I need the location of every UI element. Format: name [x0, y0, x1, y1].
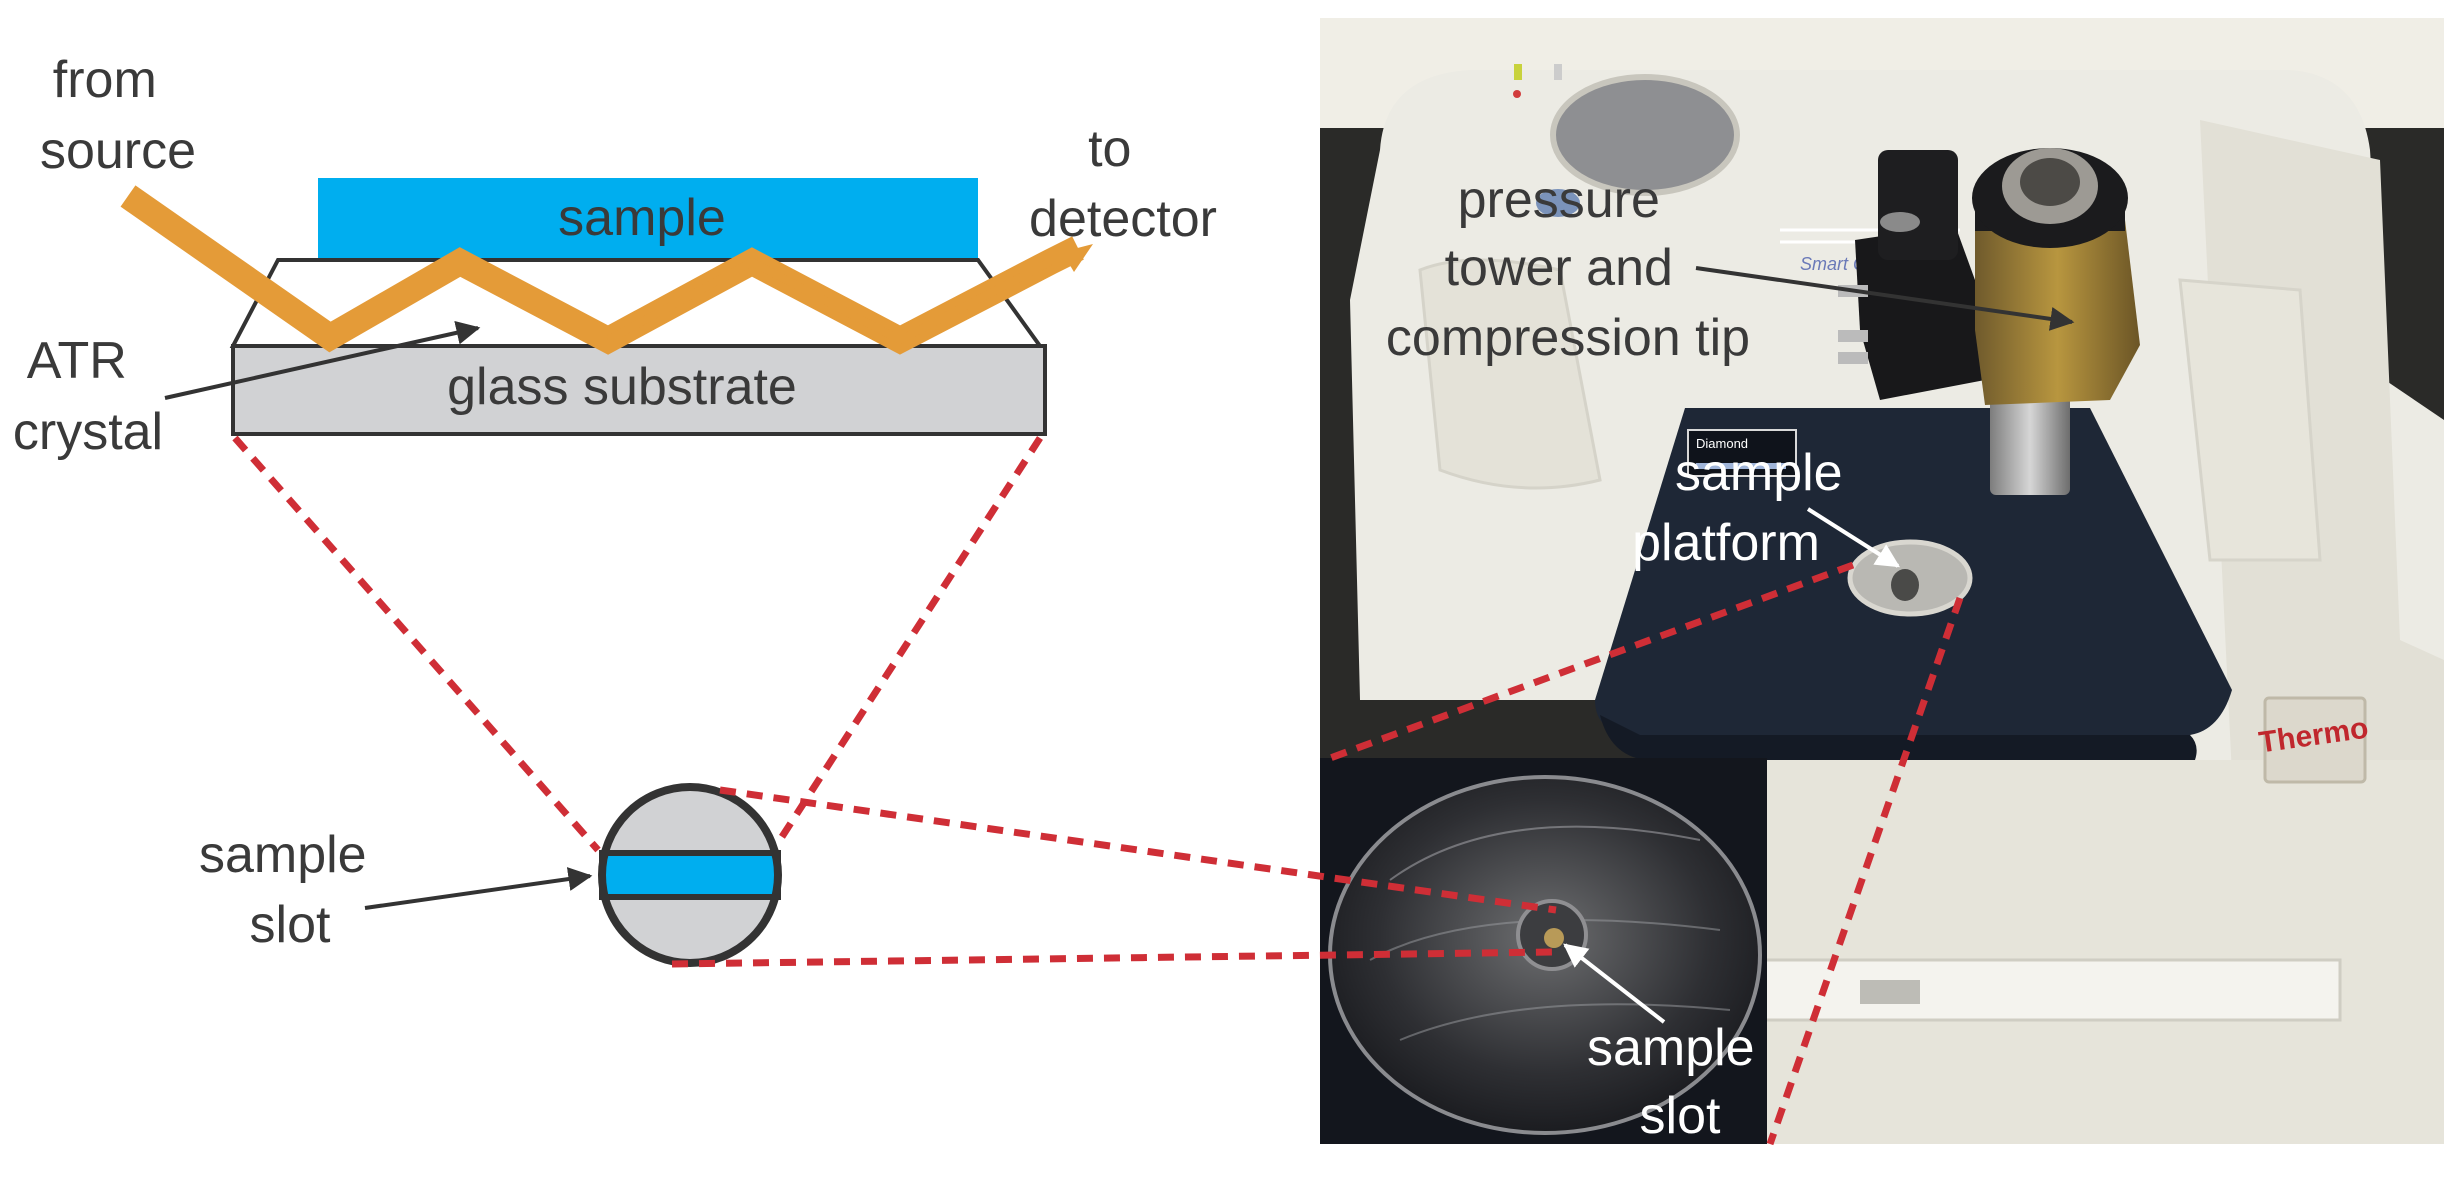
sample-slot-magnifier	[598, 783, 782, 967]
connector-left-inner	[773, 436, 1043, 848]
sample-slot-inset-label: sample slot	[1587, 1019, 1769, 1145]
connector-well-right	[1766, 596, 1964, 1146]
from-source-label: from source	[40, 51, 196, 180]
glass-substrate-label: glass substrate	[447, 358, 797, 416]
atr-crystal-pointer	[164, 321, 481, 400]
plate-label-text: Diamond	[1696, 436, 1748, 451]
atr-crystal-label: ATR crystal	[13, 332, 163, 461]
thermo-badge: Thermo	[2257, 696, 2370, 784]
sample-layer	[318, 178, 978, 260]
sample-slot-pointer	[364, 867, 593, 910]
infrared-beam-tail	[606, 257, 1052, 345]
atr-schematic: from source to detector sample glass sub…	[13, 51, 1217, 967]
pressure-tower-pointer	[1695, 266, 2075, 331]
magnification-connectors	[232, 435, 1964, 1146]
sample-slot-label: sample slot	[199, 826, 381, 954]
pressure-tower-label: pressure tower and compression tip	[1386, 171, 1750, 367]
sample-label: sample	[558, 189, 726, 247]
beam-arrowhead	[1062, 244, 1093, 272]
to-detector-label: to detector	[1029, 120, 1217, 248]
connector-well-left	[1323, 561, 1855, 764]
instrument-photo: Smart Orbit Diamond	[1320, 18, 2444, 1145]
sample-platform-pointer	[1806, 507, 1901, 568]
sample-platform-label: sample platform	[1632, 444, 1857, 572]
connector-circle-bottom	[671, 948, 1557, 968]
glass-substrate-layer	[231, 344, 1047, 436]
connector-circle-top	[719, 786, 1557, 914]
sample-slot-inset-pointer	[1563, 943, 1666, 1024]
connector-left-outer	[232, 435, 601, 853]
